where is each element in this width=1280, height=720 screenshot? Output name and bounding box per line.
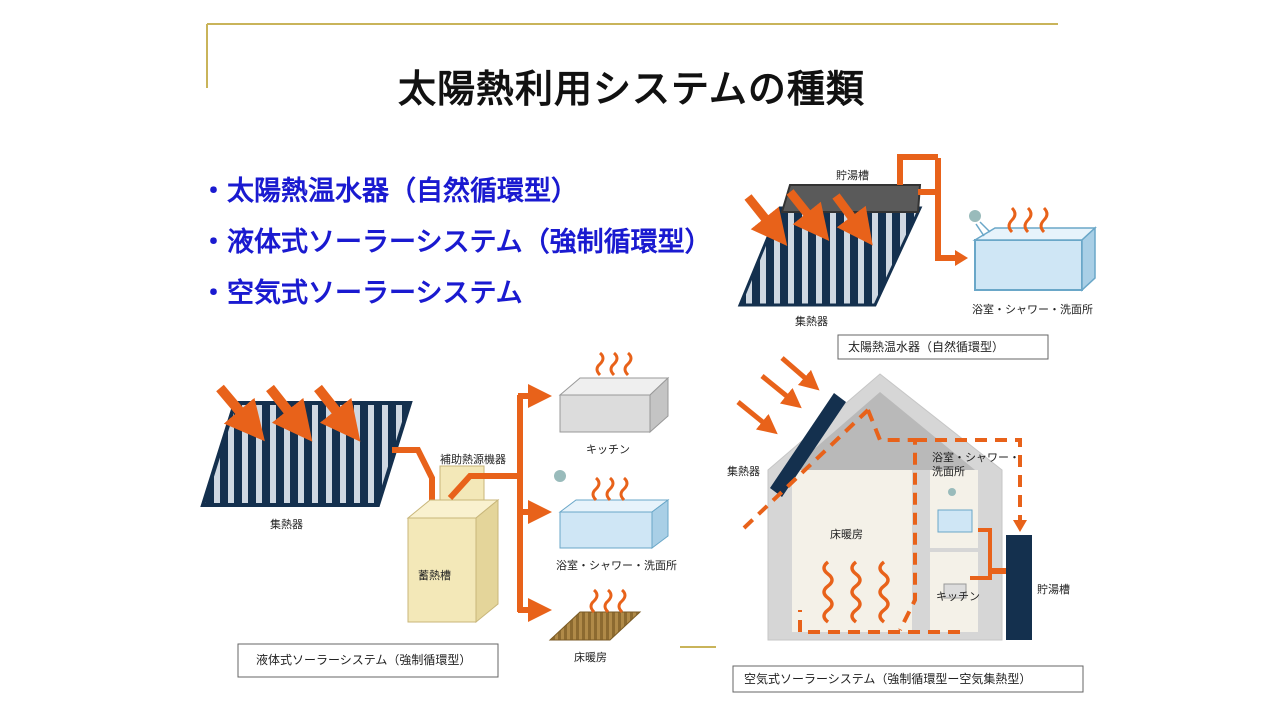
natural-bathtub-side <box>1081 226 1096 292</box>
liquid-kitchen-sink <box>559 394 651 433</box>
liquid-floor-steam <box>589 588 627 614</box>
air-kitchen-sink <box>943 583 967 599</box>
liquid-distribution-riser <box>447 473 520 501</box>
natural-heater-diagram <box>737 154 1097 307</box>
liquid-bathtub <box>559 511 653 549</box>
bullet-liquid: ・液体式ソーラーシステム（強制循環型） <box>200 227 712 258</box>
natural-collector-label: 集熱器 <box>795 315 828 328</box>
air-shower-head <box>948 488 956 496</box>
air-floor-return <box>798 610 960 634</box>
liquid-system-diagram <box>200 351 670 641</box>
air-tank-kitchen-supply <box>970 570 1006 580</box>
natural-pipe-top <box>897 154 938 185</box>
air-system-diagram <box>736 356 1032 641</box>
liquid-kitchen-steam <box>595 351 633 377</box>
natural-shower-head <box>969 210 981 222</box>
liquid-bath-steam <box>591 476 629 502</box>
air-house-bathroom <box>930 470 978 548</box>
liquid-sun-arrows <box>216 384 361 442</box>
page-title: 太陽熱利用システムの種類 <box>398 67 865 111</box>
air-house-interior <box>792 470 912 632</box>
natural-pipe-arrowhead <box>955 250 968 266</box>
liquid-floor-panel <box>548 611 642 641</box>
air-tank-label: 貯湯槽 <box>1037 583 1070 596</box>
natural-sun-arrows <box>744 189 873 247</box>
natural-hot-water-pipe <box>918 158 955 261</box>
air-roof-flow <box>742 408 1022 631</box>
air-bath-label-1: 浴室・シャワー・ <box>932 451 1020 464</box>
liquid-collector-pipe <box>392 447 435 520</box>
air-floor-heat-waves <box>822 560 890 624</box>
air-collector-label: 集熱器 <box>727 465 760 478</box>
air-bathtub <box>937 509 973 533</box>
liquid-caption-box <box>237 643 499 678</box>
slide-left-margin <box>0 0 175 720</box>
air-sun-arrows <box>736 356 820 435</box>
natural-caption: 太陽熱温水器（自然循環型） <box>848 340 1005 354</box>
air-tank-arrowhead <box>1013 520 1027 532</box>
air-house-attic <box>790 392 975 470</box>
air-caption: 空気式ソーラーシステム（強制循環型ー空気集熱型） <box>744 672 1032 686</box>
air-bath-label-2: 洗面所 <box>932 465 965 478</box>
natural-bath-label: 浴室・シャワー・洗面所 <box>972 303 1093 316</box>
slide-right-margin <box>1105 0 1280 720</box>
air-roof-collector <box>770 393 846 497</box>
air-kitchen-label: キッチン <box>936 590 980 603</box>
liquid-storage-label: 蓄熱槽 <box>418 569 451 582</box>
air-floor-label: 床暖房 <box>830 528 863 541</box>
liquid-storage-tank-side <box>475 498 499 624</box>
air-caption-box <box>732 665 1084 693</box>
liquid-shower-head <box>554 470 566 482</box>
liquid-bath-label: 浴室・シャワー・洗面所 <box>556 559 677 572</box>
liquid-kitchen-label: キッチン <box>586 443 630 456</box>
natural-tank-label: 貯湯槽 <box>836 169 869 182</box>
liquid-collector-panel <box>200 401 413 507</box>
liquid-storage-tank <box>407 517 477 623</box>
liquid-aux-label: 補助熱源機器 <box>440 453 506 466</box>
natural-bathtub <box>974 239 1083 291</box>
natural-caption-box <box>837 334 1049 360</box>
bullet-air: ・空気式ソーラーシステム <box>200 278 523 309</box>
air-hot-water-tank <box>1006 535 1032 640</box>
natural-bathtub-top <box>972 227 1097 241</box>
liquid-caption: 液体式ソーラーシステム（強制循環型） <box>256 653 472 667</box>
liquid-branch-arrows <box>518 384 552 622</box>
liquid-collector-label: 集熱器 <box>270 518 303 531</box>
natural-steam <box>1007 206 1049 234</box>
liquid-floor-label: 床暖房 <box>574 651 607 664</box>
bullet-natural: ・太陽熱温水器（自然循環型） <box>200 176 578 207</box>
